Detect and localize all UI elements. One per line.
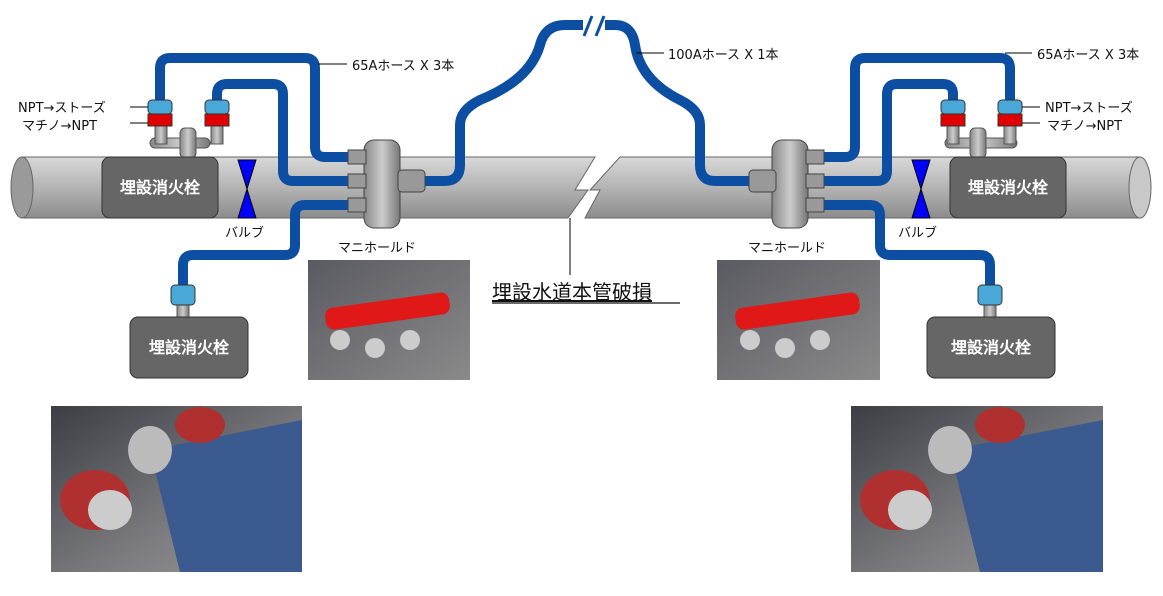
manifold-right: [748, 139, 825, 229]
hose-65a-label-left: 65Aホース X 3本: [352, 59, 454, 74]
hose-100a-label: 100Aホース X 1本: [668, 48, 779, 63]
hydrant-lower-right: 埋設消火栓: [926, 304, 1056, 379]
adapter-top-label-right: NPT→ストーズ: [1045, 100, 1133, 116]
hoses: [155, 15, 1015, 287]
valve-left-icon: [237, 159, 257, 219]
hydrant-lower-left: 埋設消火栓: [129, 304, 249, 379]
manifold-photo-left: [308, 260, 470, 380]
hydrant-left: 埋設消火栓: [101, 125, 224, 219]
pipe-damage-label: 埋設水道本管破損: [492, 280, 652, 304]
manifold-label-right: マニホールド: [748, 241, 826, 256]
hydrant-label: 埋設消火栓: [951, 338, 1032, 357]
valve-label-right: バルブ: [898, 225, 937, 241]
hydrant-right: 埋設消火栓: [944, 125, 1067, 219]
hydrant-label: 埋設消火栓: [149, 338, 230, 357]
valve-right-icon: [911, 159, 931, 219]
hydrant-label: 埋設消火栓: [968, 178, 1049, 197]
manifold-label-left: マニホールド: [338, 241, 416, 256]
hydrant-label: 埋設消火栓: [120, 178, 201, 197]
manifold-left: [347, 139, 426, 229]
hose-break-mark: [582, 15, 606, 37]
valve-label-left: バルブ: [225, 225, 264, 241]
adapters: [147, 99, 1023, 306]
adapter-bottom-label-right: マチノ→NPT: [1047, 119, 1122, 134]
hydrant-connection-photo-right: [851, 406, 1103, 572]
manifold-photo-right: [717, 260, 880, 380]
adapter-top-label-left: NPT→ストーズ: [18, 100, 106, 116]
hose-65a-label-right: 65Aホース X 3本: [1037, 48, 1139, 63]
hydrant-connection-photo-left: [51, 406, 302, 572]
adapter-bottom-label-left: マチノ→NPT: [22, 119, 97, 134]
leader-lines: [130, 52, 1040, 275]
